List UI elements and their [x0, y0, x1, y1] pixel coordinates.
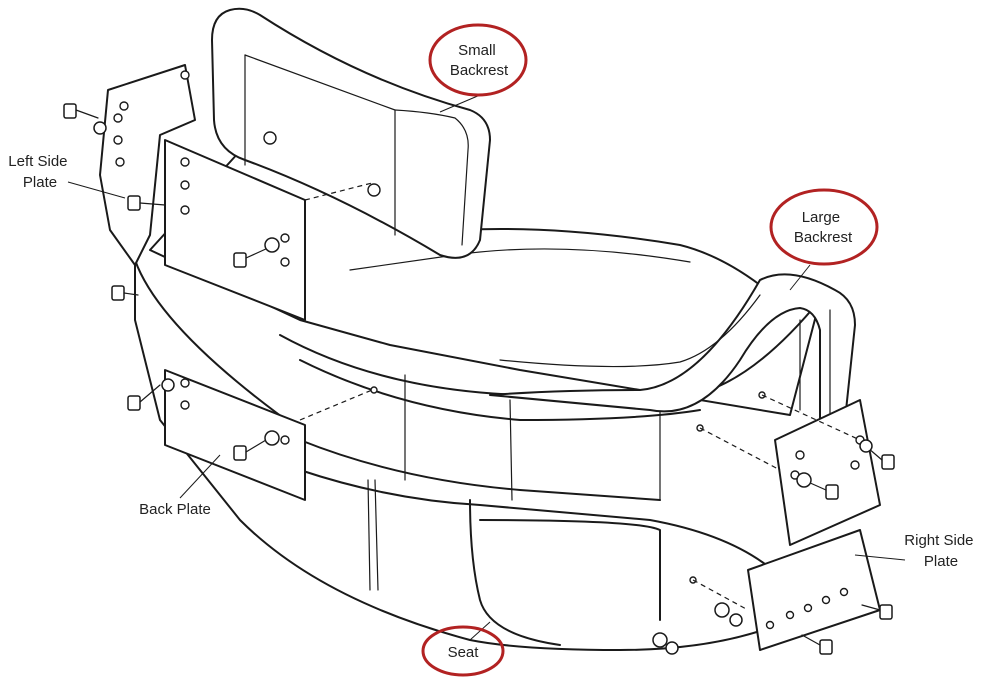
back-plate-label: Back Plate [139, 501, 211, 518]
bolt [127, 378, 175, 411]
small-backrest [211, 7, 491, 259]
bolt [127, 195, 166, 211]
left-side-plate-label: Left Side Plate [8, 153, 71, 191]
right-side-plate [689, 391, 881, 651]
bolt [233, 237, 280, 268]
bolt [63, 103, 107, 135]
bolt [796, 472, 839, 500]
seat-label: Seat [448, 644, 480, 661]
leader-lines [67, 94, 906, 641]
large-backrest [489, 273, 856, 421]
bolt [801, 634, 833, 655]
seat [134, 139, 821, 651]
left-side-plate [99, 64, 196, 266]
bolt [861, 604, 893, 620]
bolt [233, 430, 280, 461]
bolts [63, 103, 895, 655]
seat-highlight [421, 625, 505, 677]
bolt [714, 602, 743, 627]
right-side-plate-label: Right Side Plate [904, 532, 977, 570]
small-backrest-highlight [428, 23, 528, 97]
back-plate [164, 139, 378, 501]
large-backrest-label: Large Backrest [794, 209, 853, 246]
small-backrest-label: Small Backrest [450, 42, 509, 79]
bolt [111, 285, 139, 301]
large-backrest-highlight [769, 188, 879, 266]
bolt [652, 632, 679, 655]
bolt [859, 439, 895, 470]
